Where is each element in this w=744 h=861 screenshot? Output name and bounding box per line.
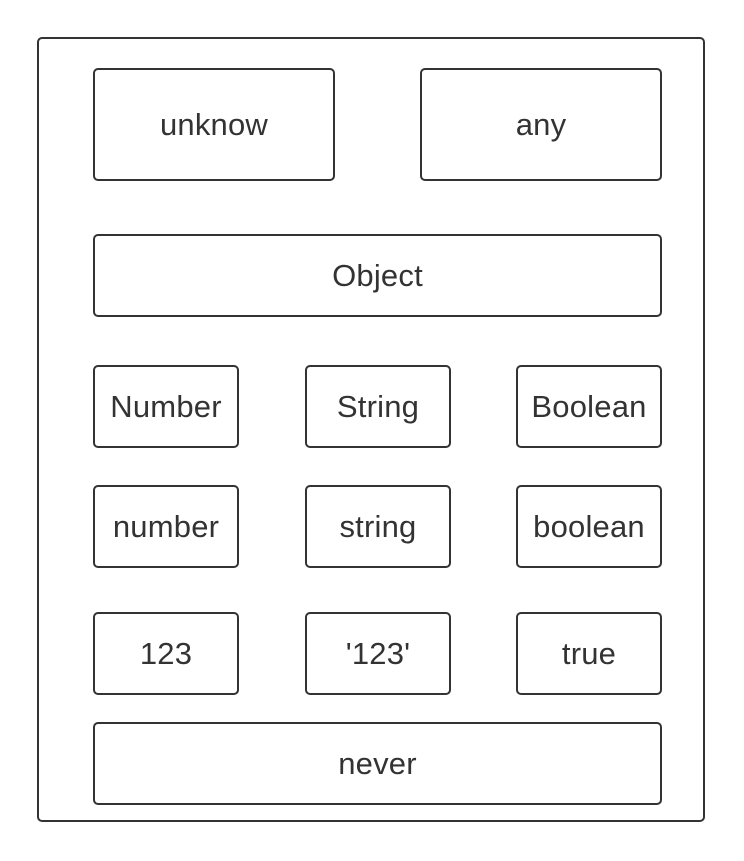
node-label: true <box>561 636 617 671</box>
node-label: 123 <box>139 636 193 671</box>
node-number-literal: 123 <box>93 612 239 695</box>
node-boolean-wrapper: Boolean <box>516 365 662 448</box>
node-string-primitive: string <box>305 485 451 568</box>
node-number-primitive: number <box>93 485 239 568</box>
node-label: never <box>338 746 417 781</box>
node-never: never <box>93 722 662 805</box>
node-label: number <box>112 509 220 544</box>
node-boolean-primitive: boolean <box>516 485 662 568</box>
node-boolean-literal: true <box>516 612 662 695</box>
node-label: Number <box>110 389 222 424</box>
node-label: String <box>336 389 420 424</box>
node-unknow: unknow <box>93 68 335 181</box>
node-string-literal: '123' <box>305 612 451 695</box>
node-label: any <box>515 107 567 142</box>
node-label: string <box>339 509 417 544</box>
node-label: Object <box>332 258 423 293</box>
node-string-wrapper: String <box>305 365 451 448</box>
node-number-wrapper: Number <box>93 365 239 448</box>
node-label: unknow <box>159 107 269 142</box>
node-label: Boolean <box>531 389 647 424</box>
node-label: boolean <box>533 509 645 544</box>
node-object: Object <box>93 234 662 317</box>
node-any: any <box>420 68 662 181</box>
node-label: '123' <box>345 636 411 671</box>
